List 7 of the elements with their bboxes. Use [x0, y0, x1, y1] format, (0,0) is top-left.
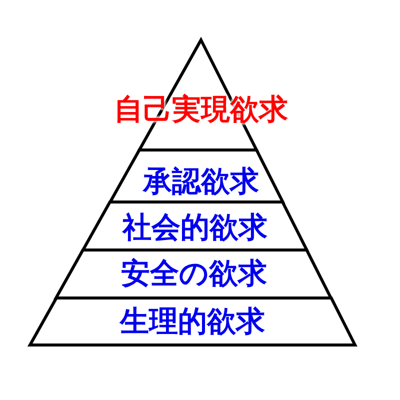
- level-label: 生理的欲求: [118, 305, 266, 337]
- pyramid-band: [56, 250, 332, 298]
- pyramid-band: [83, 202, 308, 250]
- level-label: 承認欲求: [141, 165, 260, 197]
- pyramid-band: [30, 298, 355, 345]
- level-label: 社会的欲求: [121, 211, 269, 243]
- level-label: 安全の欲求: [120, 257, 268, 289]
